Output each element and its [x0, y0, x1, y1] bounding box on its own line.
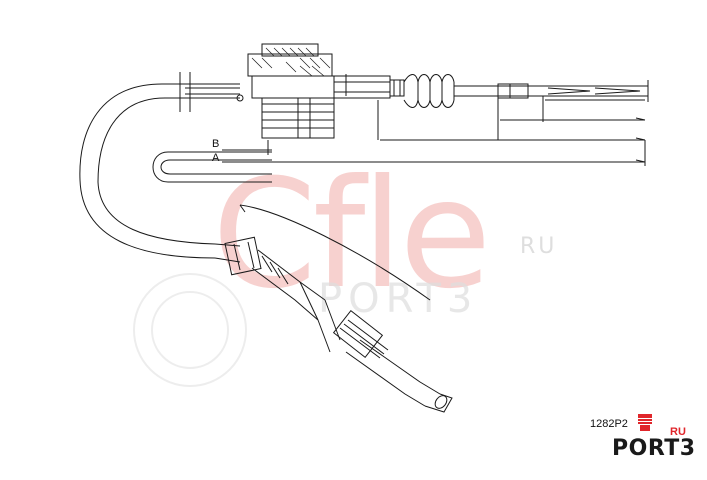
- conduit-right: [333, 74, 405, 99]
- dimension-label-b: B: [212, 138, 220, 150]
- cable-inner-loop: [152, 151, 272, 183]
- dimension-lines: [222, 96, 646, 166]
- watermark-suffix: RU: [520, 234, 558, 259]
- cable-lower-path: [214, 204, 431, 301]
- piston-icon: [638, 414, 652, 431]
- housing-hatch: [251, 47, 331, 77]
- inner-rod: [454, 80, 649, 102]
- part-number: 1282P2: [590, 418, 628, 430]
- adjuster-housing: [247, 43, 335, 139]
- cable-upper-straight: [172, 72, 244, 112]
- watermark-logo: Cfle: [212, 148, 492, 322]
- watermark-subtitle: PORT3: [318, 276, 479, 322]
- rubber-bellows: [403, 74, 455, 108]
- dimension-label-a: A: [212, 152, 220, 164]
- brand-suffix: RU: [670, 426, 686, 438]
- lower-end-fitting: [224, 236, 453, 413]
- cable-outer-bend: [79, 83, 216, 259]
- brand-logo: PORT3: [612, 436, 696, 461]
- watermark-circle-icon: [133, 273, 247, 387]
